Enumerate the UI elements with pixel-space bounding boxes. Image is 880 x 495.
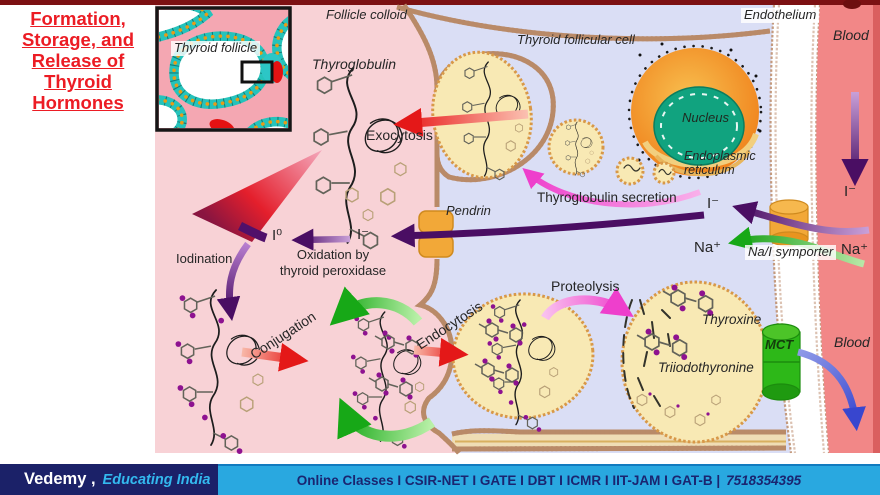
slide-title: Formation, Storage, and Release of Thyro… [0,8,156,113]
phone-number: 7518354395 [726,473,802,488]
thyroglobulin-label: Thyroglobulin [312,56,397,72]
iodination-beam [192,150,322,242]
title-line: Release of [31,50,125,71]
endoplasmic-reticulum-graphic [627,42,763,180]
sodium-cell-label: Na⁺ [694,239,722,256]
exocytosis-arrow [393,108,529,137]
thyroid-diagram-canvas [0,0,880,464]
triiodothyronine-label: Triiodothyronine [658,360,754,375]
top-strip [0,0,880,5]
basal-membrane-band [452,431,786,449]
nis-sodium-arrow [728,226,865,268]
title-line: Thyroid Hormones [32,71,124,113]
inset-highlight-box [240,60,274,84]
proteolysis-label: Proteolysis [551,278,620,294]
conjugation-cycle-arrow-bottom [337,397,436,442]
proteolysis-arrow [541,287,634,321]
arrows [192,92,870,442]
sodium-blood-label: Na⁺ [841,241,869,258]
tg-secretion-arrow [522,167,702,208]
follicle-colloid-label: Follicle colloid [326,7,407,22]
capillary-graphic [209,119,235,128]
nucleus-label: Nucleus [682,110,729,125]
oxidation-label: Oxidation by thyroid peroxidase [279,247,387,278]
na-i-symporter-label: Na/I symporter [745,244,837,260]
nucleus-graphic [653,86,745,166]
title-line: Storage, and [21,29,135,50]
pendrin-transporter [418,210,454,258]
thyroid-follicular-cell-label: Thyroid follicular cell [517,32,635,47]
iodide-colloid-label: I⁻ [357,226,370,243]
inset-label: Thyroid follicle [171,40,261,56]
pendrin-label: Pendrin [446,203,491,218]
iodine-zero-label: I⁰ [272,227,283,244]
iodide-blood-label: I⁻ [844,183,857,200]
title-line: Formation, [30,8,126,29]
brand-name: Vedemy , [24,470,96,488]
iodide-efflux-arrow [390,211,705,248]
thyroid-follicle-inset [155,6,292,132]
mct-label: MCT [765,337,794,352]
iodination-label: Iodination [176,251,233,266]
iodination-arrow [216,241,251,322]
thyroxine-label: Thyroxine [702,312,762,327]
courses-bar: Online Classes I CSIR-NET I GATE I DBT I… [218,464,880,495]
blood-label-bottom: Blood [834,334,870,350]
mct-transporter [761,323,801,401]
hormone-release-arrow [797,348,866,432]
conjugation-cycle-arrow-top [329,286,423,326]
thyroglobulin-secretion-label: Thyroglobulin secretion [537,190,677,205]
endoplasmic-reticulum-label: Endoplasmic reticulum [684,149,756,177]
oxidation-arrow [291,228,351,251]
nis-iodide-arrow [732,201,870,236]
footer-bar: Vedemy , Educating India Online Classes … [0,464,880,495]
brand-tagline: Educating India [102,471,211,488]
courses-text: Online Classes I CSIR-NET I GATE I DBT I… [296,473,721,488]
capillary-graphic [271,61,283,83]
secretory-vesicles [547,118,676,186]
conjugation-arrow [241,342,309,372]
exocytosis-label: Exocytosis [366,127,433,143]
brand-bar: Vedemy , Educating India [0,464,218,495]
iodide-cell-label: I⁻ [707,195,720,212]
blood-label-top: Blood [833,27,869,43]
endothelium-label: Endothelium [741,7,820,23]
endocytosis-arrow [413,337,469,367]
